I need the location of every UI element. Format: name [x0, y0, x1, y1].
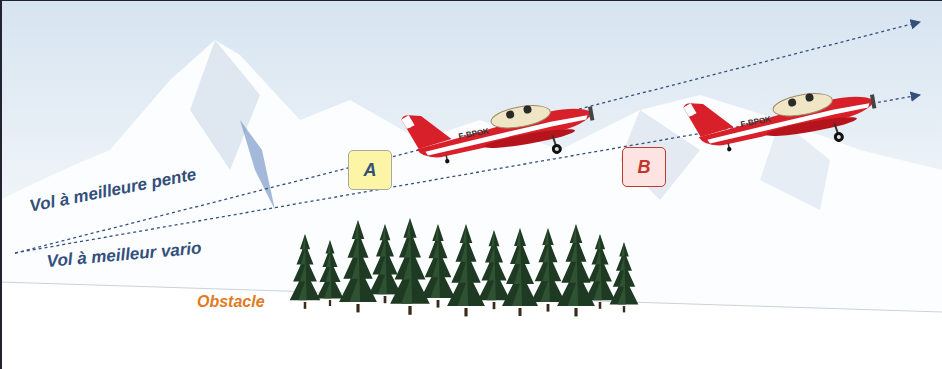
box-letter: A	[364, 160, 377, 181]
label-box: B	[622, 147, 666, 187]
obstacle-label: Obstacle	[197, 294, 265, 310]
box-letter: B	[638, 157, 651, 178]
label-box: A	[348, 150, 392, 190]
